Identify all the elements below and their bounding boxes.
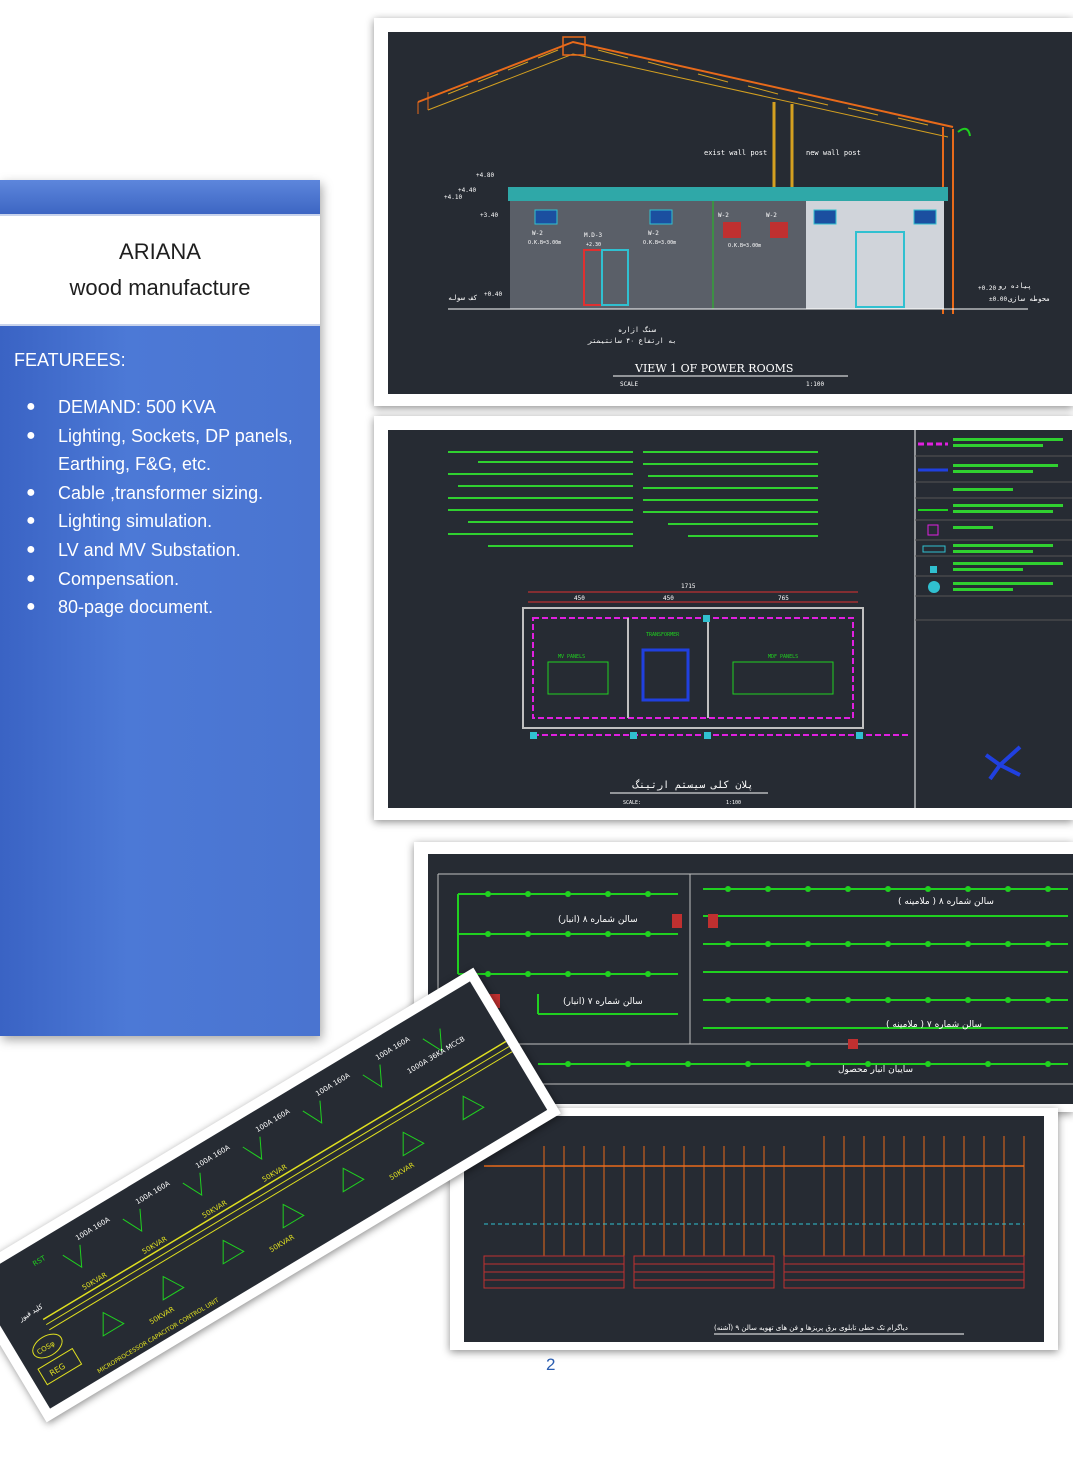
capacitor-rating: 50KVAR (388, 1161, 416, 1182)
dim-c: 765 (778, 595, 789, 602)
controller-label: MICROPROCESSOR CAPACITOR CONTROL UNIT (96, 1297, 220, 1375)
lighting-layout-drawing: سالن شماره ۸ ( ملامینه ) سالن شماره ۸ (ا… (428, 854, 1073, 1104)
hall-7-label: سالن شماره ۷ ( ملامینه ) (886, 1020, 982, 1030)
window-label: W-2 (532, 230, 543, 237)
elevation-drawing-card: exist wall post new wall post W-2 W-2 W-… (374, 18, 1073, 406)
window-dim: O.K.B=3.00m (728, 243, 761, 249)
window-dim: O.K.B=3.00m (528, 240, 561, 246)
hall-8-store-label: سالن شماره ۸ (انبار) (558, 915, 638, 925)
breaker-label: 100A 160A (74, 1215, 111, 1242)
sidebar-header-band (0, 180, 320, 214)
project-title-box: ARIANA wood manufacture (0, 214, 320, 326)
breaker-label: 100A 160A (314, 1071, 351, 1098)
door-label: M.D-3 (584, 232, 602, 239)
stone-note: سنگ ازاره (618, 325, 656, 334)
level-label: +0.40 (484, 291, 502, 298)
mccb-label: 1000A 36KA MCCB (406, 1035, 467, 1076)
level-label: +0.20 (978, 285, 996, 292)
capacitor-rating: 50KVAR (268, 1233, 296, 1254)
dim-a: 450 (574, 595, 585, 602)
dim-total: 1715 (681, 583, 696, 590)
level-label: +4.80 (476, 172, 494, 179)
single-line-diagram-drawing: دیاگرام تک خطی تابلوی برق پریزها و فن ها… (464, 1116, 1044, 1342)
room-label: MDF PANELS (768, 654, 798, 660)
plan-scale-label: SCALE: (623, 800, 641, 806)
features-list: ●DEMAND: 500 KVA ●Lighting, Sockets, DP … (22, 393, 312, 622)
level-label: +3.40 (480, 212, 498, 219)
room-label: TRANSFORMER (646, 632, 680, 638)
page-number: 2 (546, 1355, 556, 1374)
sidewalk-label: پیاده رو (998, 282, 1032, 290)
feature-item: ●LV and MV Substation. (26, 539, 241, 560)
feature-item: ●Cable ,transformer sizing. (26, 482, 264, 503)
plan-scale-value: 1:100 (726, 800, 741, 806)
hall-7-store-label: سالن شماره ۷ (انبار) (563, 997, 643, 1007)
fuse-label: کلید فیوز (17, 1302, 45, 1323)
breaker-label: 100A 160A (254, 1107, 291, 1134)
dim-b: 450 (663, 595, 674, 602)
lighting-layout-card: سالن شماره ۸ ( ملامینه ) سالن شماره ۸ (ا… (414, 842, 1073, 1112)
window-dim: O.K.B=3.00m (643, 240, 676, 246)
new-wall-post-label: new wall post (806, 149, 861, 157)
feature-item: ●80-page document. (26, 597, 214, 618)
window-label: W-2 (718, 212, 729, 219)
room-label: MV PANELS (558, 654, 585, 660)
feature-sidebar: ARIANA wood manufacture FEATUREES: ●DEMA… (0, 180, 320, 1036)
project-subtitle: wood manufacture (69, 275, 251, 300)
level-label: ±0.00 (989, 296, 1007, 303)
rst-label: RST (31, 1254, 47, 1268)
feature-item: ●Lighting, Sockets, DP panels, Earthing,… (26, 425, 293, 475)
canopy-label: سایبان انبار محصول (838, 1065, 913, 1075)
window-label: W-2 (648, 230, 659, 237)
feature-item: ●DEMAND: 500 KVA (26, 397, 216, 417)
plan-title: پلان کلی سیستم ارتینگ (632, 779, 753, 791)
stone-height-note: به ارتفاع ۴۰ سانتیمتر (587, 337, 677, 345)
scale-label: SCALE (620, 381, 638, 388)
exist-wall-post-label: exist wall post (704, 149, 767, 157)
single-line-diagram-card: دیاگرام تک خطی تابلوی برق پریزها و فن ها… (450, 1108, 1058, 1350)
level-label: +4.40 (458, 187, 476, 194)
breaker-label: 100A 160A (134, 1179, 171, 1206)
hall-8-label: سالن شماره ۸ ( ملامینه ) (898, 897, 994, 907)
level-label: +4.10 (444, 194, 462, 201)
floor-label: کف سوله (448, 294, 478, 302)
scale-value: 1:100 (806, 381, 824, 388)
feature-item: ●Lighting simulation. (26, 511, 213, 532)
diagram-footer-title: دیاگرام تک خطی تابلوی برق پریزها و فن ها… (714, 1323, 908, 1332)
earthing-plan-card: 1715 450 450 765 MV PANELS TRANSFORMER M… (374, 416, 1073, 820)
site-label: محوطه سازی (1008, 295, 1050, 303)
breaker-label: 100A 160A (374, 1035, 411, 1062)
elevation-drawing: exist wall post new wall post W-2 W-2 W-… (388, 32, 1072, 394)
window-label: W-2 (766, 212, 777, 219)
earthing-plan-drawing: 1715 450 450 765 MV PANELS TRANSFORMER M… (388, 430, 1072, 808)
door-dim: +2.30 (586, 242, 601, 248)
feature-item: ●Compensation. (26, 568, 180, 589)
breaker-label: 100A 160A (194, 1143, 231, 1170)
reg-label: REG (48, 1362, 67, 1378)
project-title: ARIANA (119, 239, 201, 264)
view-title: VIEW 1 OF POWER ROOMS (634, 362, 793, 375)
features-heading: FEATUREES: (14, 350, 126, 370)
